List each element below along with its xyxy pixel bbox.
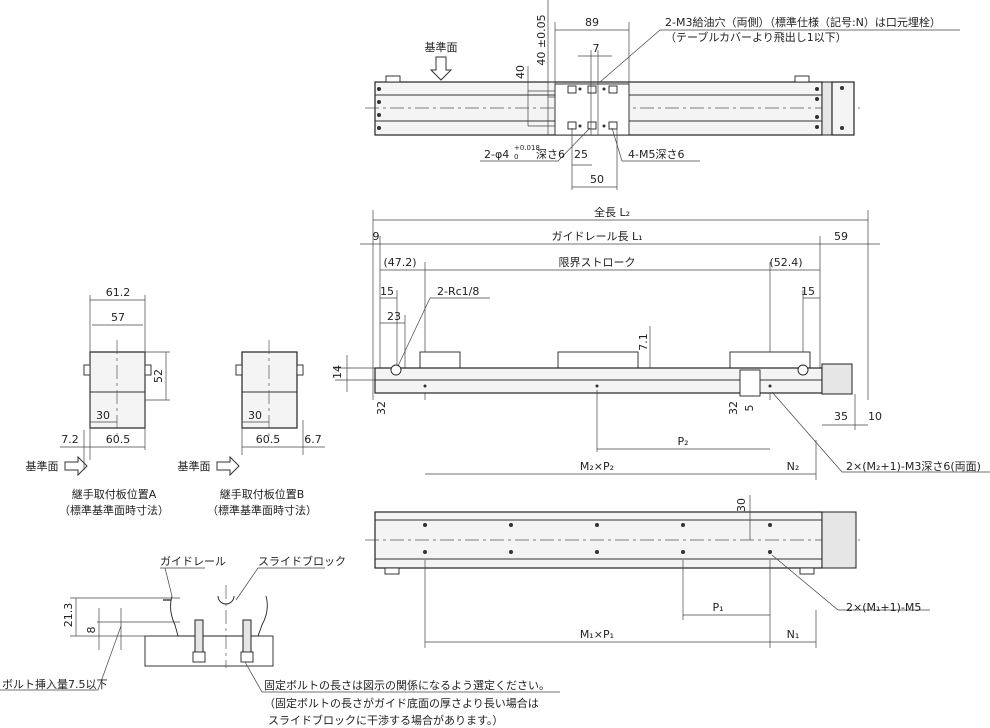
section-b: 30 60.5 6.7 基準面 継手取付板位置B （標準基準面時寸法）	[178, 340, 325, 517]
dim-9: 9	[373, 230, 380, 243]
dim-30: 30	[735, 498, 748, 512]
top-view: 89 40 ±0.05 40 7 25 50 基準面 2-M3給油穴（両側）（標…	[365, 0, 960, 190]
note-pin-depth: 深さ6	[536, 148, 565, 161]
note-oil-hole-line1: 2-M3給油穴（両側）（標準仕様（記号:N）は口元埋栓）	[665, 15, 941, 29]
dim-25: 25	[574, 148, 588, 161]
arrow-right-icon	[64, 455, 88, 477]
dim-30: 30	[96, 409, 110, 422]
dim-21-3: 21.3	[62, 603, 75, 628]
note-m5-tap: 2×(M₁+1)-M5	[846, 601, 921, 614]
dim-5: 5	[743, 405, 756, 412]
note-m3-tap: 2×(M₂+1)-M3深さ6(両面)	[846, 460, 981, 473]
dim-60-5: 60.5	[106, 433, 131, 446]
dim-40: 40	[514, 65, 527, 79]
total-length-label: 全長 L₂	[594, 205, 630, 219]
section-b-body	[241, 351, 298, 429]
dim-35: 35	[834, 410, 848, 423]
rail-length-label: ガイドレール長 L₁	[551, 230, 642, 243]
reference-surface-label: 基準面	[425, 40, 458, 54]
mount-detail: 21.3 8 ボルト挿入量7.5以下 ガイドレール スライドブロック 固定ボルト…	[0, 554, 560, 727]
dim-47-2: (47.2)	[383, 256, 416, 269]
p1-label: P₁	[712, 601, 723, 614]
note-pin-hole: 2-φ4	[484, 148, 509, 161]
section-a-caption-sub: （標準基準面時寸法）	[59, 503, 169, 517]
dim-59: 59	[834, 230, 848, 243]
section-a: 61.2 57 52 30 7.2 60.5 基準面 継手取付板位置A （標準基…	[26, 286, 170, 517]
note-pin-tol-lower: 0	[514, 153, 518, 161]
bolt-insertion-note: ボルト挿入量7.5以下	[2, 677, 108, 691]
section-b-caption-sub: （標準基準面時寸法）	[207, 503, 317, 517]
dim-89: 89	[585, 16, 599, 29]
stroke-limit-label: 限界ストローク	[559, 256, 636, 269]
arrow-down-icon	[429, 56, 453, 81]
dim-7-1: 7.1	[637, 333, 650, 351]
dim-52: 52	[152, 369, 165, 383]
bolt-length-note-1: 固定ボルトの長さは図示の関係になるよう選定ください。	[264, 678, 550, 692]
dim-61-2: 61.2	[106, 286, 131, 299]
dim-10: 10	[868, 410, 882, 423]
dim-30: 30	[248, 409, 262, 422]
dim-15-left: 15	[380, 285, 394, 298]
bolt-length-note-2: （固定ボルトの長さがガイド底面の厚さより長い場合は	[264, 696, 539, 710]
side-view: 全長 L₂ ガイドレール長 L₁ 9 59 限界ストローク (47.2) (52…	[331, 205, 990, 480]
end-cap	[831, 81, 855, 136]
note-pin-tol-upper: +0.018	[514, 144, 540, 152]
bottom-view: 30 P₁ M₁×P₁ N₁ 2×(M₁+1)-M5	[365, 495, 930, 648]
dim-7: 7	[593, 42, 600, 55]
port-label: 2-Rc1/8	[437, 285, 479, 298]
dim-50: 50	[590, 173, 604, 186]
m1p1-label: M₁×P₁	[580, 628, 614, 641]
p2-label: P₂	[677, 435, 688, 448]
dim-57: 57	[111, 311, 125, 324]
dim-23: 23	[387, 310, 401, 323]
reference-surface-label: 基準面	[178, 459, 211, 473]
dim-32-left: 32	[375, 401, 388, 415]
section-b-caption: 継手取付板位置B	[220, 487, 305, 501]
side-end-cap	[821, 363, 853, 395]
dim-7-2: 7.2	[61, 433, 79, 446]
dim-8: 8	[85, 627, 98, 634]
note-oil-hole-line2: （テーブルカバーより飛出し1以下）	[665, 30, 847, 44]
bottom-end-cap	[821, 511, 857, 569]
dim-15-right: 15	[801, 285, 815, 298]
dim-60-5: 60.5	[256, 433, 281, 446]
n2-label: N₂	[787, 460, 800, 473]
section-a-body	[89, 351, 146, 429]
dim-40-tolerance: 40 ±0.05	[535, 14, 548, 65]
reference-surface-label: 基準面	[26, 459, 59, 473]
dim-6-7: 6.7	[304, 433, 322, 446]
m2p2-label: M₂×P₂	[580, 460, 614, 473]
bolt-length-note-3: スライドブロックに干渉する場合があります。）	[268, 713, 503, 727]
dim-52-4: (52.4)	[769, 256, 802, 269]
guide-rail-label: ガイドレール	[160, 555, 226, 568]
dim-14: 14	[331, 365, 344, 379]
base-plate	[144, 635, 274, 667]
section-a-caption: 継手取付板位置A	[72, 487, 157, 501]
n1-label: N₁	[787, 628, 800, 641]
slide-block-label: スライドブロック	[258, 554, 346, 568]
note-tap: 4-M5深さ6	[628, 148, 684, 161]
arrow-right-icon	[216, 455, 240, 477]
dim-32-right: 32	[727, 401, 740, 415]
